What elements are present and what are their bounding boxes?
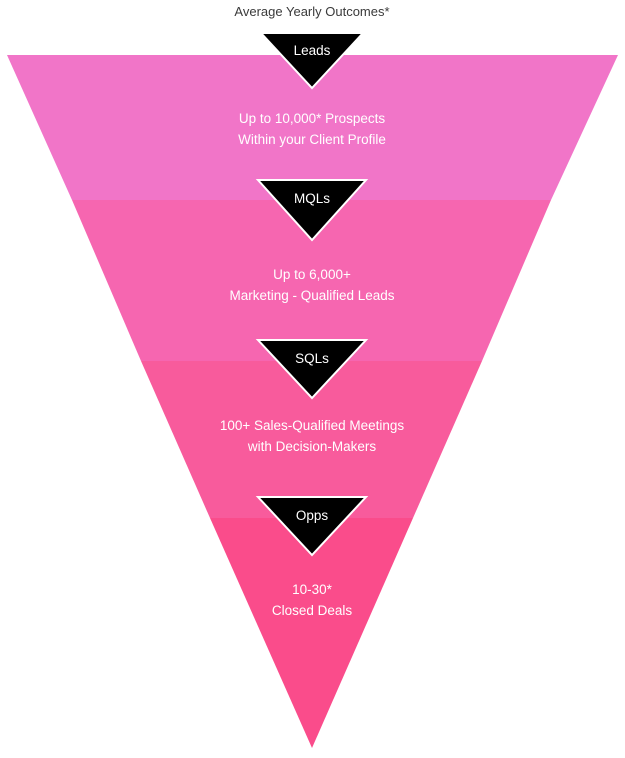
funnel-segment-leads	[7, 55, 618, 200]
stage-leads-line1: Up to 10,000* Prospects	[239, 111, 386, 126]
stage-opps-line2: Closed Deals	[272, 603, 353, 618]
stage-opps-line1: 10-30*	[292, 582, 333, 597]
funnel-segment-sqls	[141, 361, 482, 518]
badge-leads-label: Leads	[294, 43, 331, 58]
badge-sqls-label: SQLs	[295, 351, 329, 366]
stage-sqls-line1: 100+ Sales-Qualified Meetings	[220, 418, 404, 433]
funnel-segment-opps	[210, 518, 413, 748]
badge-mqls-triangle	[255, 179, 369, 242]
stage-sqls-line2: with Decision-Makers	[247, 439, 377, 454]
badge-sqls-triangle	[255, 339, 369, 400]
badge-opps-label: Opps	[296, 508, 329, 523]
funnel-segment-mqls	[72, 200, 551, 361]
stage-mqls-line2: Marketing - Qualified Leads	[229, 288, 394, 303]
badge-leads-triangle	[258, 32, 366, 90]
stage-mqls-line1: Up to 6,000+	[273, 267, 351, 282]
badge-mqls-label: MQLs	[294, 191, 330, 206]
stage-leads-line2: Within your Client Profile	[238, 132, 386, 147]
badge-opps-triangle	[255, 496, 369, 557]
page-title: Average Yearly Outcomes*	[234, 4, 389, 19]
